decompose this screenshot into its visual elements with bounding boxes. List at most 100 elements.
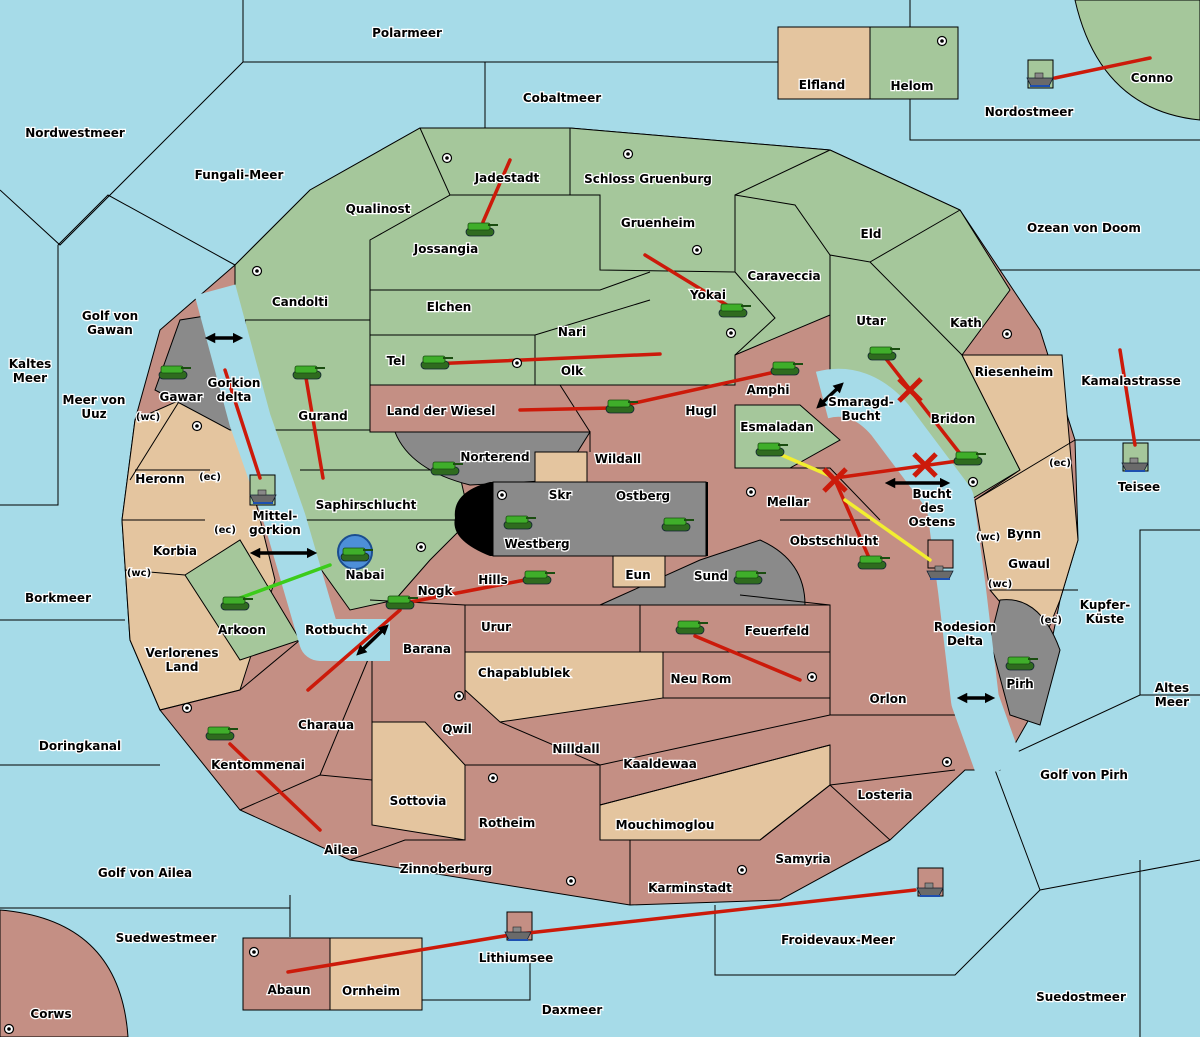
region-label-nabai[interactable]: Nabai (344, 567, 385, 584)
region-label-wildall[interactable]: Wildall (594, 451, 643, 468)
tank-icon[interactable] (205, 726, 238, 741)
region-label-teisee[interactable]: Teisee (1117, 479, 1162, 496)
region-label-amphi[interactable]: Amphi (745, 382, 791, 399)
region-label-skr[interactable]: Skr (547, 487, 572, 504)
tank-icon[interactable] (420, 355, 453, 370)
region-label-corws[interactable]: Corws (29, 1006, 73, 1023)
region-label-gruenheim[interactable]: Gruenheim (620, 215, 697, 232)
region-label-ostberg[interactable]: Ostberg (615, 488, 672, 505)
region-label-suedostmeer[interactable]: Suedostmeer (1035, 989, 1127, 1006)
region-label-eun[interactable]: Eun (624, 567, 652, 584)
region-label-norterend[interactable]: Norterend (459, 449, 531, 466)
region-label-fungali[interactable]: Fungali-Meer (193, 167, 284, 184)
region-label-obstschlucht[interactable]: Obstschlucht (788, 533, 879, 550)
region-label-candolti[interactable]: Candolti (271, 294, 330, 311)
region-label-helom[interactable]: Helom (889, 78, 935, 95)
warship-icon[interactable] (1121, 457, 1149, 472)
region-label-nilldall[interactable]: Nilldall (551, 741, 601, 758)
region-label-golfpirh[interactable]: Golf von Pirh (1039, 767, 1129, 784)
warship-icon[interactable] (1026, 72, 1054, 87)
region-label-froidevaux[interactable]: Froidevaux-Meer (780, 932, 896, 949)
region-label-gawar[interactable]: Gawar (158, 389, 204, 406)
tank-icon[interactable] (675, 620, 708, 635)
tank-icon[interactable] (430, 461, 463, 476)
region-label-polarmeer[interactable]: Polarmeer (371, 25, 443, 42)
tank-icon[interactable] (661, 517, 694, 532)
region-label-qualinost[interactable]: Qualinost (344, 201, 411, 218)
region-label-bridon[interactable]: Bridon (929, 411, 976, 428)
tank-icon[interactable] (522, 570, 555, 585)
region-label-mouchi[interactable]: Mouchimoglou (614, 817, 715, 834)
tank-icon[interactable] (605, 399, 638, 414)
region-label-nordostmeer[interactable]: Nordostmeer (983, 104, 1074, 121)
region-label-tel[interactable]: Tel (385, 353, 406, 370)
region-label-kupfer[interactable]: Kupfer-Küste (1079, 597, 1132, 628)
tank-icon[interactable] (733, 570, 766, 585)
region-label-schloss[interactable]: Schloss Gruenburg (583, 171, 713, 188)
region-label-esmaladan[interactable]: Esmaladan (739, 419, 815, 436)
region-label-yokai[interactable]: Yokai (688, 287, 728, 304)
tank-icon[interactable] (867, 346, 900, 361)
region-label-westberg[interactable]: Westberg (503, 536, 571, 553)
region-label-abaun[interactable]: Abaun (266, 982, 312, 999)
tank-icon[interactable] (718, 303, 751, 318)
tank-icon[interactable] (340, 547, 373, 562)
region-label-neurom[interactable]: Neu Rom (669, 671, 732, 688)
region-label-mellar[interactable]: Mellar (766, 494, 811, 511)
region-label-jossangia[interactable]: Jossangia (412, 241, 480, 258)
tank-icon[interactable] (953, 451, 986, 466)
tank-icon[interactable] (755, 442, 788, 457)
region-label-riesenheim[interactable]: Riesenheim (973, 364, 1054, 381)
region-label-chapa[interactable]: Chapablublek (477, 665, 573, 682)
region-label-cobaltmeer[interactable]: Cobaltmeer (522, 90, 603, 107)
region-label-doringkanal[interactable]: Doringkanal (38, 738, 123, 755)
region-label-sund[interactable]: Sund (693, 568, 730, 585)
region-label-elchen[interactable]: Elchen (425, 299, 472, 316)
region-label-charaua[interactable]: Charaua (297, 717, 356, 734)
region-label-karminstadt[interactable]: Karminstadt (647, 880, 734, 897)
tank-icon[interactable] (220, 596, 253, 611)
region-label-jadestadt[interactable]: Jadestadt (472, 170, 540, 187)
region-label-kentommenai[interactable]: Kentommenai (210, 757, 306, 774)
region-label-kath[interactable]: Kath (949, 315, 983, 332)
region-label-pirh[interactable]: Pirh (1005, 676, 1035, 693)
region-label-conno[interactable]: Conno (1130, 70, 1175, 87)
region-label-rotbucht[interactable]: Rotbucht (304, 622, 369, 639)
region-label-nogk[interactable]: Nogk (416, 583, 454, 600)
region-label-hugl[interactable]: Hugl (684, 403, 718, 420)
warship-icon[interactable] (926, 565, 954, 580)
region-label-wiesel[interactable]: Land der Wiesel (385, 403, 496, 420)
region-label-lithium[interactable]: Lithiumsee (477, 950, 554, 967)
region-label-qwil[interactable]: Qwil (441, 721, 473, 738)
region-label-barana[interactable]: Barana (402, 641, 452, 658)
region-label-bynn[interactable]: Bynn (1006, 526, 1043, 543)
region-label-rotheim[interactable]: Rotheim (477, 815, 536, 832)
region-label-eld[interactable]: Eld (859, 226, 882, 243)
warship-icon[interactable] (504, 926, 532, 941)
region-label-kaaldewaa[interactable]: Kaaldewaa (622, 756, 698, 773)
tank-icon[interactable] (465, 222, 498, 237)
region-label-suedwestmeer[interactable]: Suedwestmeer (114, 930, 217, 947)
region-label-sottovia[interactable]: Sottovia (388, 793, 447, 810)
region-label-gurand[interactable]: Gurand (297, 408, 349, 425)
region-label-hills[interactable]: Hills (477, 572, 509, 589)
region-label-ozean[interactable]: Ozean von Doom (1026, 220, 1142, 237)
region-label-elfland[interactable]: Elfland (798, 77, 847, 94)
warship-icon[interactable] (916, 882, 944, 897)
region-label-arkoon[interactable]: Arkoon (217, 622, 267, 639)
tank-icon[interactable] (292, 365, 325, 380)
region-label-heronn[interactable]: Heronn (134, 471, 186, 488)
tank-icon[interactable] (503, 515, 536, 530)
tank-icon[interactable] (158, 365, 191, 380)
region-label-utar[interactable]: Utar (855, 313, 887, 330)
tank-icon[interactable] (1005, 656, 1038, 671)
region-label-feuerfeld[interactable]: Feuerfeld (743, 623, 810, 640)
region-label-nordwestmeer[interactable]: Nordwestmeer (24, 125, 126, 142)
region-label-orlon[interactable]: Orlon (868, 691, 908, 708)
